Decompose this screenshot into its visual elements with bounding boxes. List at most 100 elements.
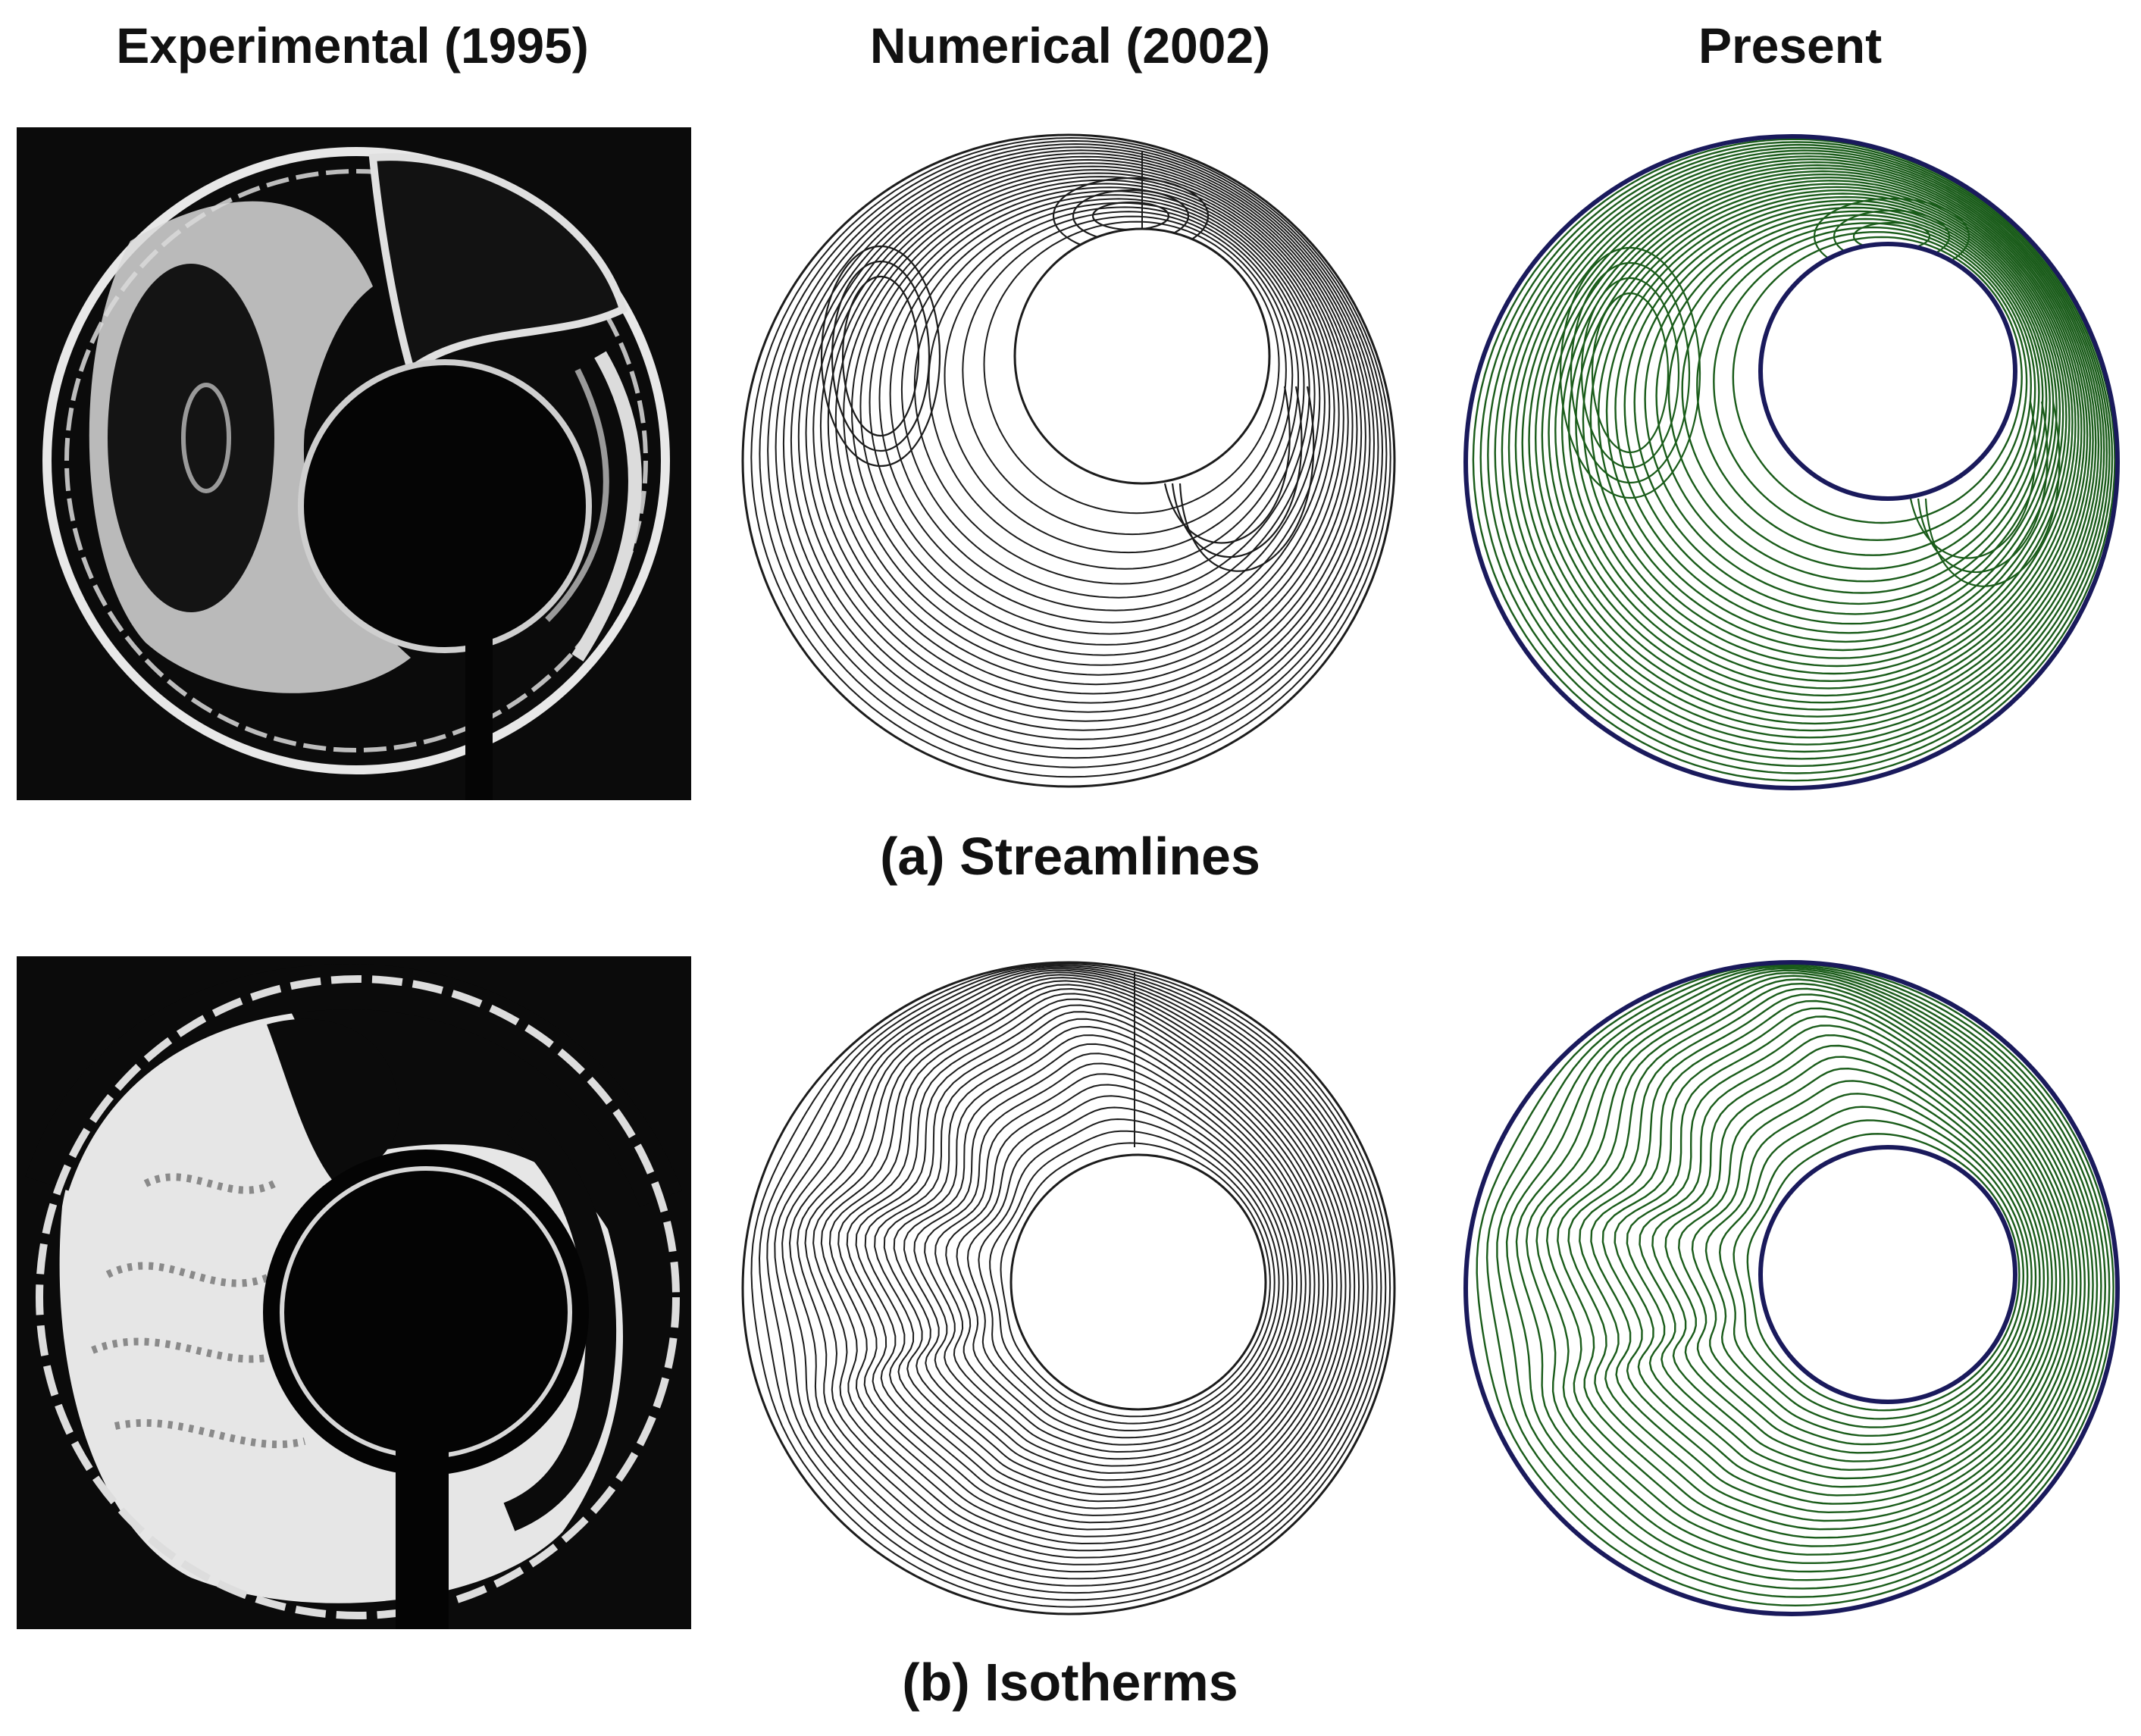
present-isotherm <box>1639 1034 2053 1480</box>
present-left-eddy <box>1591 292 1670 454</box>
present-lower-lobe <box>1909 401 2036 559</box>
numerical-streamline <box>775 146 1379 750</box>
numerical-streamline <box>827 168 1349 686</box>
present-outer-wall <box>1463 134 2120 790</box>
numerical-streamline <box>759 139 1388 768</box>
numerical-isotherm <box>903 1043 1311 1481</box>
numerical-streamline <box>928 206 1300 570</box>
numerical-isotherm <box>846 998 1338 1524</box>
experimental-streamlines-photo <box>17 127 691 800</box>
numerical-inner-cylinder <box>1009 1153 1267 1411</box>
numerical-isotherm <box>797 974 1365 1566</box>
numerical-streamline <box>812 162 1358 704</box>
present-streamline <box>1681 222 2036 570</box>
present-streamline <box>1560 176 2080 690</box>
present-inner-cylinder <box>1758 242 2017 501</box>
present-streamline <box>1548 170 2086 704</box>
present-streamline <box>1528 161 2094 725</box>
present-isotherm <box>1535 974 2090 1556</box>
present-isotherm <box>1590 999 2070 1514</box>
numerical-isotherm <box>913 1053 1307 1475</box>
numerical-outer-wall <box>741 133 1396 788</box>
numerical-isotherm <box>750 963 1391 1608</box>
numerical-isotherm <box>828 987 1347 1537</box>
present-streamline <box>1633 206 2051 615</box>
present-isotherm <box>1557 982 2082 1539</box>
numerical-streamline <box>782 149 1376 740</box>
present-streamline <box>1713 230 2028 542</box>
numerical-isotherm <box>934 1073 1298 1460</box>
numerical-streamline <box>819 165 1354 695</box>
numerical-isotherm <box>820 984 1351 1545</box>
numerical-isotherm <box>855 1004 1333 1516</box>
present-streamline <box>1514 155 2100 739</box>
numerical-lower-lobe <box>1163 386 1291 544</box>
numerical-streamline <box>850 179 1335 656</box>
numerical-isotherm <box>837 993 1342 1531</box>
numerical-isotherm <box>804 977 1360 1559</box>
column-title-experimental: Experimental (1995) <box>116 17 589 74</box>
present-isotherm <box>1691 1080 2037 1446</box>
present-isotherm <box>1515 969 2099 1573</box>
numerical-left-eddy <box>820 245 941 468</box>
numerical-isotherm <box>989 1130 1276 1425</box>
numerical-isotherm <box>758 964 1387 1601</box>
present-inner-cylinder <box>1758 1145 2017 1404</box>
numerical-isotherm <box>774 968 1378 1587</box>
present-isotherm <box>1476 962 2114 1607</box>
present-isotherm <box>1545 978 2086 1547</box>
caption-isotherms: (b) Isotherms <box>902 1653 1238 1712</box>
numerical-streamline <box>750 136 1391 778</box>
present-isotherm <box>1718 1106 2029 1428</box>
numerical-outer-wall <box>741 961 1396 1616</box>
present-streamline <box>1494 146 2108 760</box>
numerical-isotherm <box>956 1095 1289 1446</box>
numerical-isotherm <box>781 969 1373 1580</box>
present-isotherm <box>1664 1056 2046 1462</box>
present-isotherm <box>1505 967 2102 1581</box>
present-streamline <box>1589 189 2067 659</box>
numerical-isotherm <box>1000 1142 1271 1418</box>
numerical-streamline <box>843 176 1340 666</box>
present-streamline <box>1644 210 2048 605</box>
present-streamline <box>1541 167 2089 711</box>
numerical-isotherm <box>978 1118 1280 1431</box>
numerical-streamline <box>790 152 1371 731</box>
numerical-isotherm <box>864 1011 1329 1509</box>
numerical-streamline <box>889 194 1316 612</box>
numerical-isotherm <box>924 1062 1302 1467</box>
numerical-streamline <box>913 202 1305 585</box>
numerical-streamline <box>859 183 1331 646</box>
numerical-left-eddy <box>841 275 920 437</box>
present-streamline <box>1501 149 2105 753</box>
present-outer-wall <box>1463 960 2120 1616</box>
present-streamlines-plot <box>1460 130 2124 794</box>
numerical-isotherms-plot <box>737 956 1401 1620</box>
present-lower-lobe <box>1917 401 2049 574</box>
numerical-isotherm <box>893 1034 1316 1488</box>
present-streamline <box>1655 214 2044 594</box>
numerical-isotherm <box>788 971 1369 1573</box>
column-title-present: Present <box>1698 17 1883 74</box>
caption-streamlines: (a) Streamlines <box>880 827 1260 886</box>
present-isotherms-plot <box>1460 956 2124 1620</box>
present-streamline <box>1507 152 2102 746</box>
present-streamline <box>1597 192 2064 652</box>
present-isotherm <box>1525 971 2094 1564</box>
present-streamline <box>1521 158 2097 732</box>
numerical-isotherm <box>766 965 1382 1594</box>
numerical-streamline <box>767 143 1384 759</box>
numerical-isotherm <box>874 1018 1325 1503</box>
numerical-lower-lobe <box>1178 386 1315 572</box>
numerical-isotherm <box>945 1084 1294 1453</box>
present-isotherm <box>1746 1133 2020 1412</box>
numerical-streamline <box>944 211 1294 554</box>
numerical-streamline <box>869 186 1326 635</box>
present-streamline <box>1582 186 2071 668</box>
present-isotherm <box>1704 1093 2033 1437</box>
experimental-isotherms-photo <box>17 956 691 1629</box>
present-lower-lobe <box>1924 401 2061 587</box>
present-streamline <box>1623 202 2055 625</box>
numerical-streamline <box>834 172 1344 676</box>
present-isotherm <box>1626 1024 2058 1488</box>
